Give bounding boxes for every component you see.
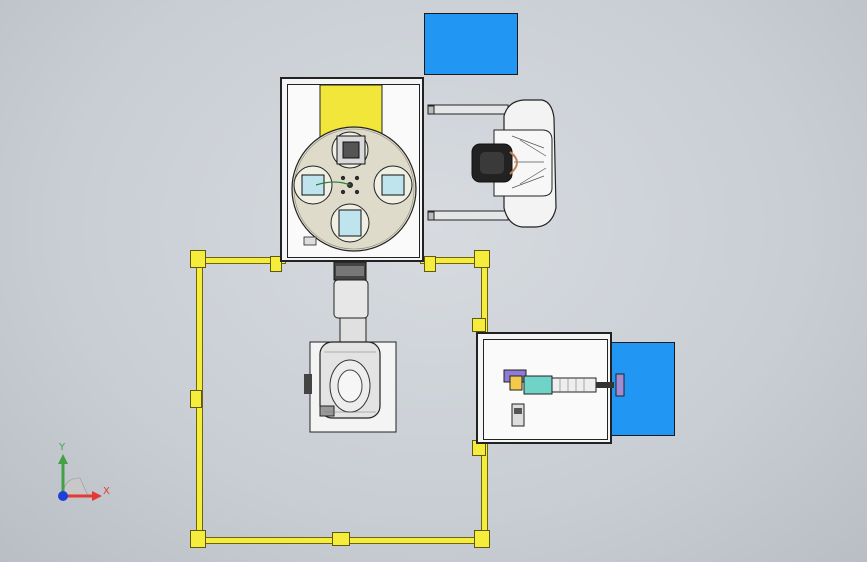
robot-arm-lower [427, 210, 509, 221]
axis-z-dot [58, 491, 68, 501]
infeed-conveyor-box [424, 13, 518, 75]
rotary-table [291, 84, 417, 252]
robot-arm-upper [427, 104, 509, 115]
fence-post [472, 318, 486, 332]
fixture-clamp [511, 403, 525, 427]
axis-triad-graphic [58, 454, 102, 501]
axis-x-arrow [92, 491, 102, 501]
loading-robot [427, 99, 557, 228]
fence-post [474, 250, 490, 268]
axis-y-arrow [58, 454, 68, 464]
fence-post [474, 530, 490, 548]
fence-post [424, 256, 436, 272]
axis-x-label: X [103, 486, 110, 497]
fixture-slide [523, 375, 553, 395]
axis-y-label: Y [59, 442, 66, 453]
fence-post [270, 256, 282, 272]
inspection-station-fixture [503, 369, 625, 427]
fence-post [190, 530, 206, 548]
fence-post [190, 250, 206, 268]
central-robot [304, 262, 397, 433]
fence-post [332, 532, 350, 546]
turntable-disc [291, 126, 417, 252]
fence-post [190, 390, 202, 408]
